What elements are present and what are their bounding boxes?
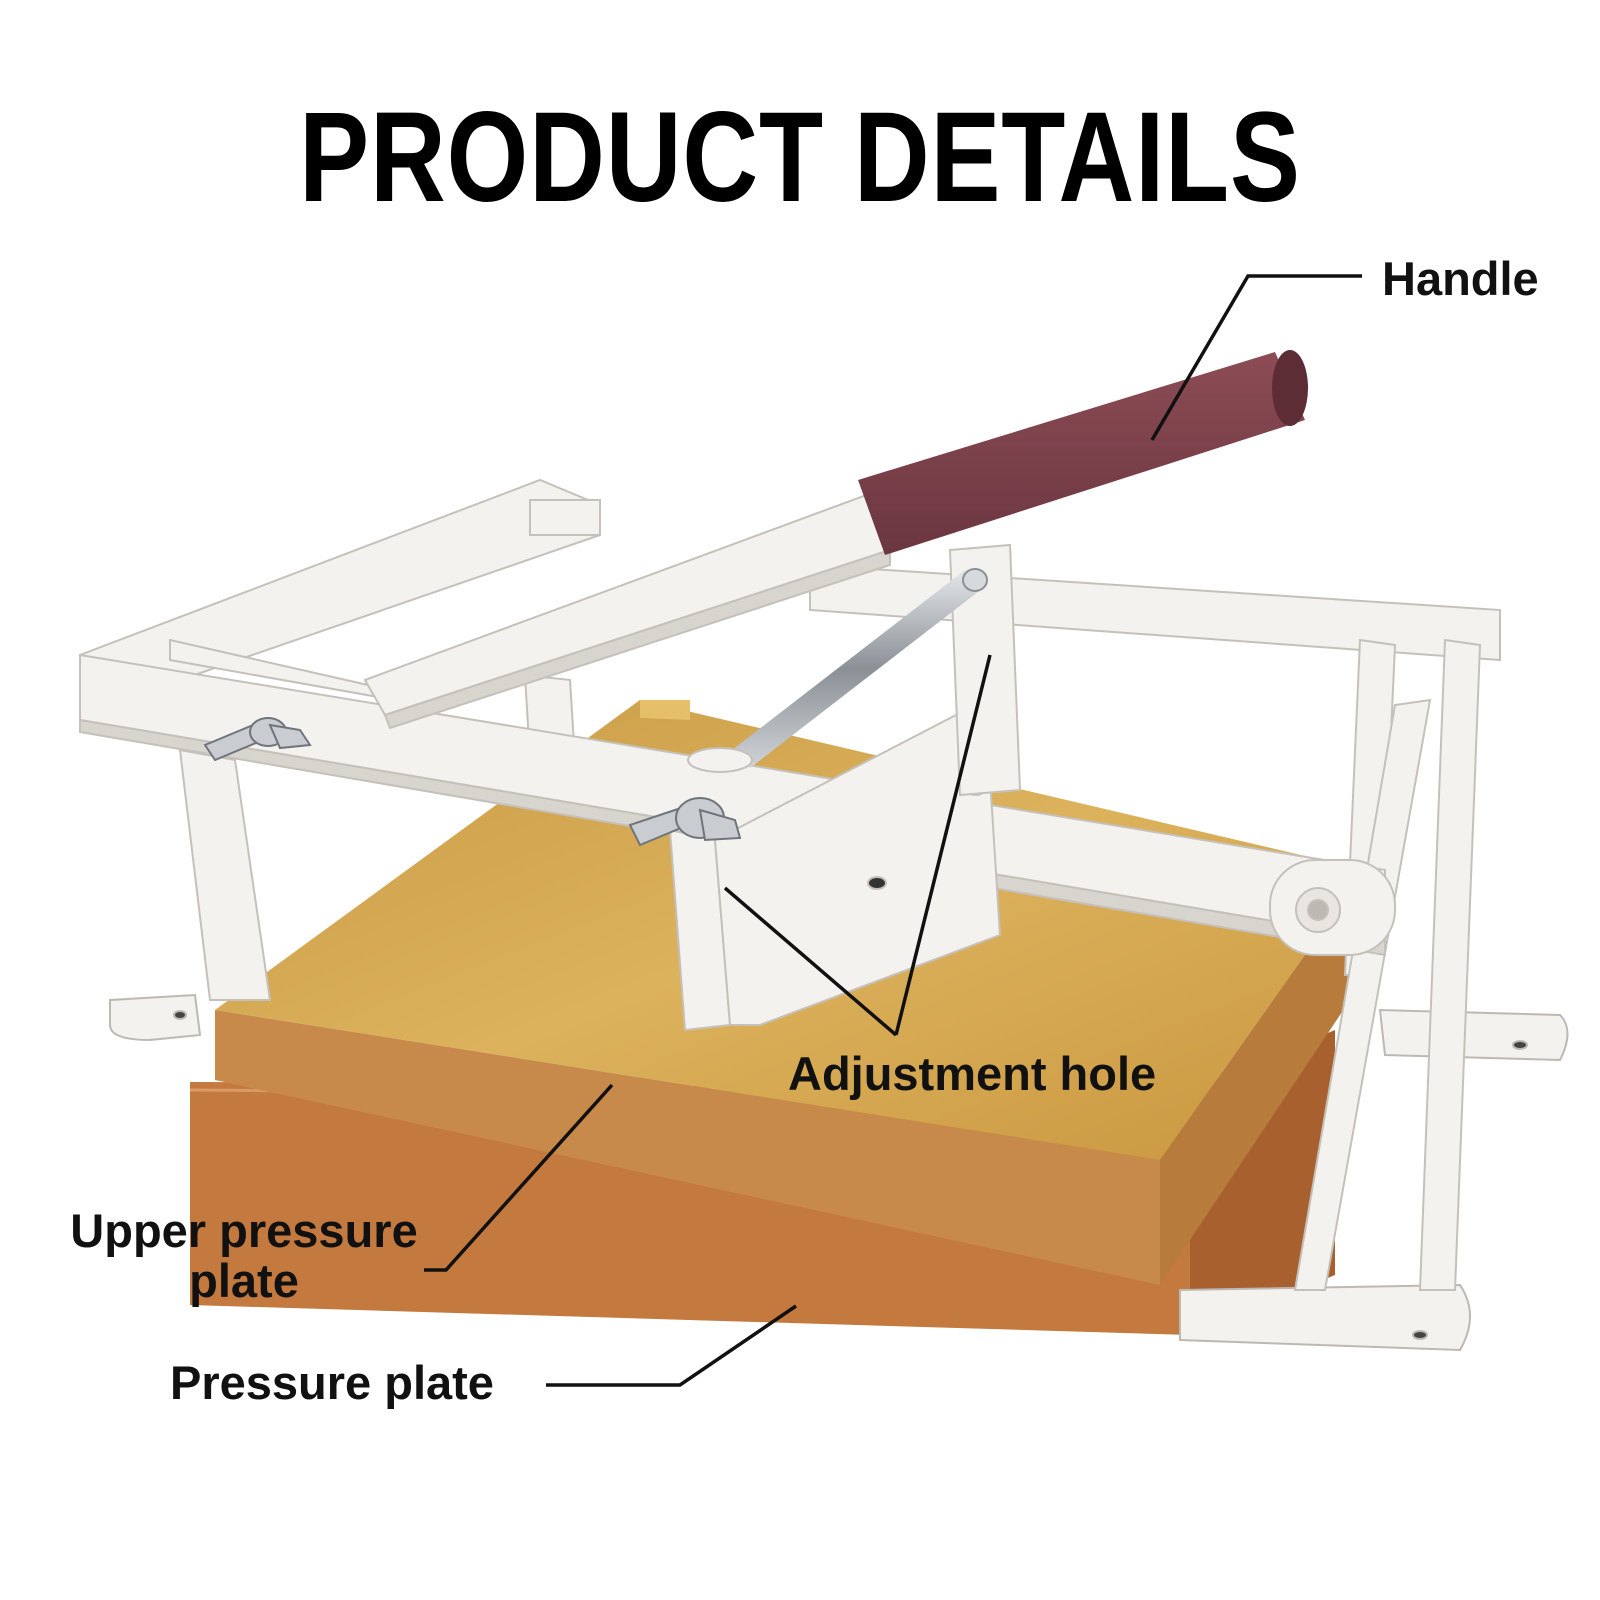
upper-plate-leader-line xyxy=(424,1083,614,1272)
pressure-plate-label: Pressure plate xyxy=(170,1356,494,1409)
steel-rod xyxy=(687,568,988,773)
handle-label: Handle xyxy=(1382,252,1539,305)
handle-leader-line xyxy=(1150,274,1362,441)
wing-nut-left xyxy=(203,717,312,762)
page-title: PRODUCT DETAILS xyxy=(299,86,1301,229)
wing-nut-right xyxy=(628,797,742,847)
mounting-feet xyxy=(109,993,1569,1352)
upper-pressure-plate-label-line2: plate xyxy=(189,1254,299,1307)
pressure-plate-leader-line xyxy=(546,1304,797,1387)
handle-grip xyxy=(858,350,1308,555)
adjustment-hole-leader-right xyxy=(894,654,992,1036)
upper-pressure-plate-label: Upper pressure plate xyxy=(34,1206,454,1306)
lever-arm xyxy=(363,488,892,730)
upper-pressure-plate-label-line1: Upper pressure xyxy=(70,1204,418,1257)
adjustment-hole-leader-left xyxy=(723,886,898,1037)
adjustment-hole-label: Adjustment hole xyxy=(788,1047,1157,1100)
